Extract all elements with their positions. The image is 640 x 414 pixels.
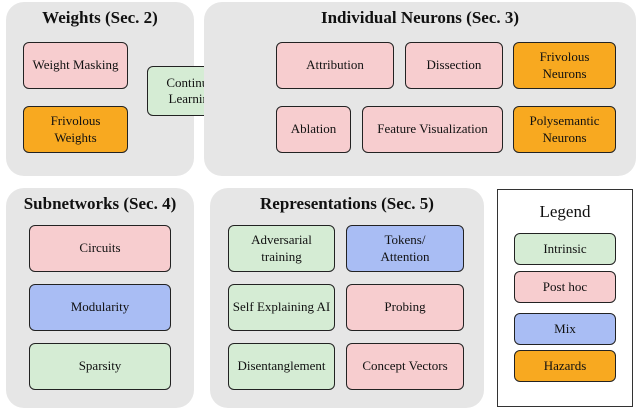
tokens-attention-box: Tokens/ Attention xyxy=(346,225,464,272)
circuits-box: Circuits xyxy=(29,225,171,272)
frivolous-neurons-box: Frivolous Neurons xyxy=(513,42,616,89)
disentanglement-box: Disentanglement xyxy=(228,343,335,390)
weight-masking-box: Weight Masking xyxy=(23,42,128,89)
probing-box: Probing xyxy=(346,284,464,331)
legend-mix: Mix xyxy=(514,313,616,345)
attribution-box: Attribution xyxy=(276,42,394,89)
polysemantic-neurons-box: Polysemantic Neurons xyxy=(513,106,616,153)
subnetworks-panel-title: Subnetworks (Sec. 4) xyxy=(23,194,177,213)
frivolous-weights-box: Frivolous Weights xyxy=(23,106,128,153)
representations-panel-title: Representations (Sec. 5) xyxy=(260,194,434,213)
neurons-panel-title: Individual Neurons (Sec. 3) xyxy=(320,8,520,27)
self-explaining-ai-box: Self Explaining AI xyxy=(228,284,335,331)
legend-intrinsic: Intrinsic xyxy=(514,233,616,265)
modularity-box: Modularity xyxy=(29,284,171,331)
feature-visualization-box: Feature Visualization xyxy=(362,106,503,153)
weights-panel-title: Weights (Sec. 2) xyxy=(42,8,158,27)
concept-vectors-box: Concept Vectors xyxy=(346,343,464,390)
legend-title: Legend xyxy=(539,202,591,221)
legend-posthoc: Post hoc xyxy=(514,271,616,303)
legend-hazards: Hazards xyxy=(514,350,616,382)
ablation-box: Ablation xyxy=(276,106,351,153)
adversarial-training-box: Adversarial training xyxy=(228,225,335,272)
dissection-box: Dissection xyxy=(405,42,503,89)
sparsity-box: Sparsity xyxy=(29,343,171,390)
